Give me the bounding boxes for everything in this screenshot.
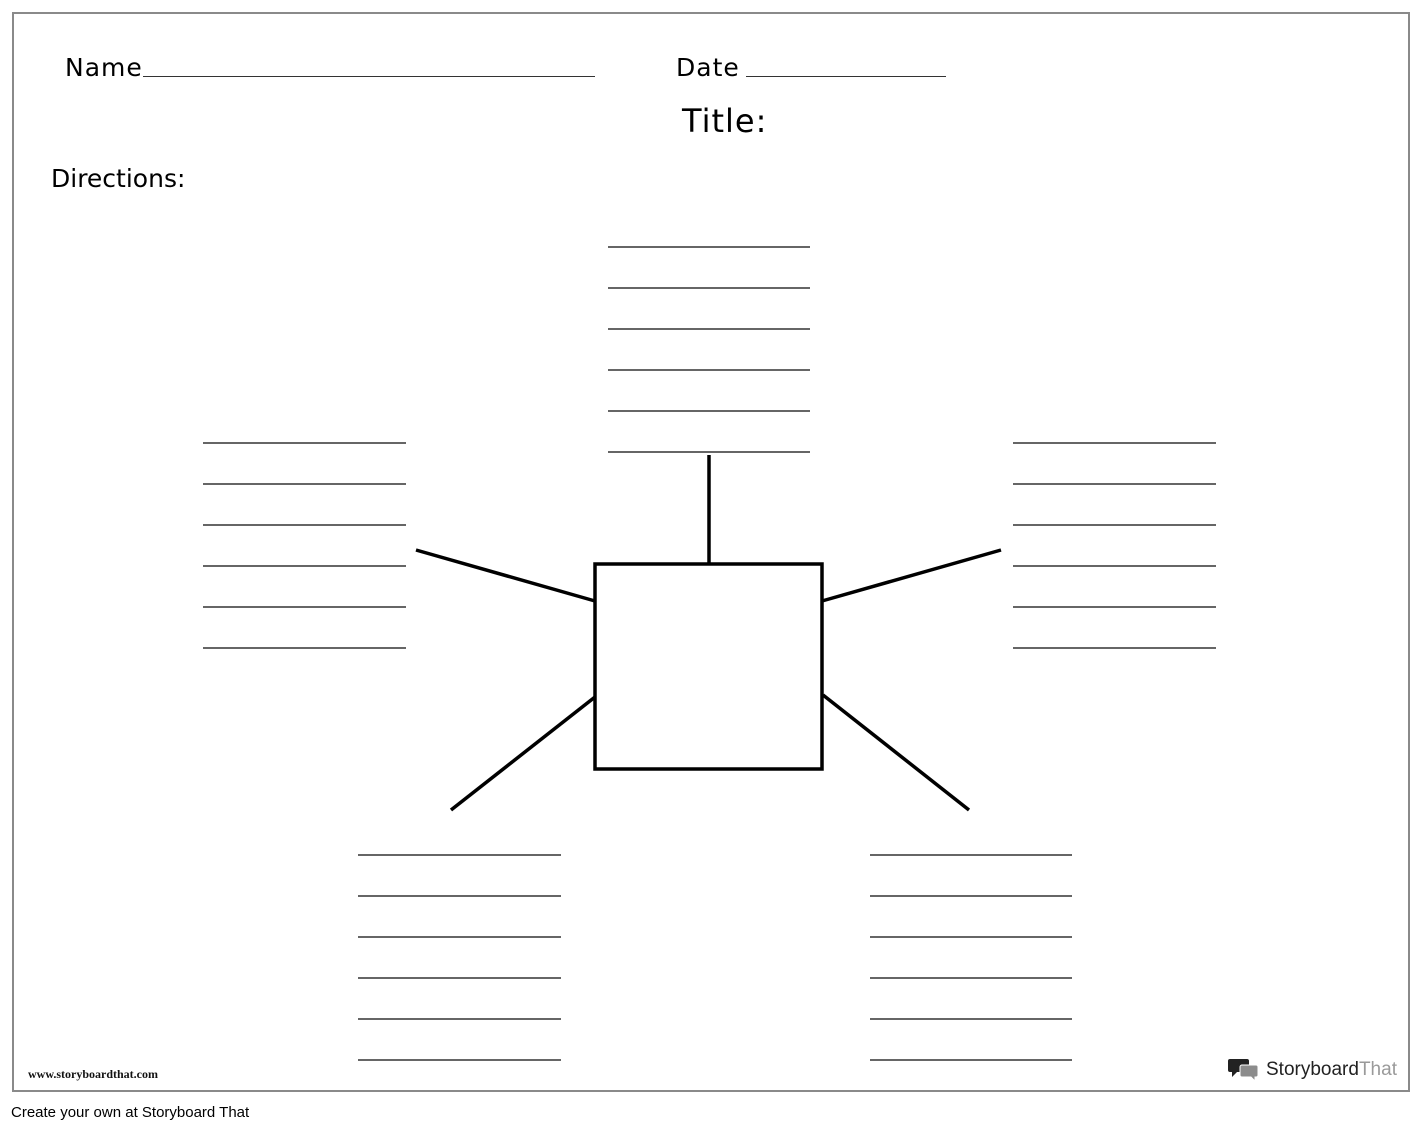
connector-bottom-right (821, 693, 971, 812)
connector-left (415, 548, 596, 603)
brand-name: StoryboardThat (1266, 1059, 1397, 1081)
date-write-line (746, 76, 946, 77)
writing-lines (203, 246, 1216, 1061)
date-label: Date (676, 53, 740, 82)
site-url: www.storyboardthat.com (28, 1067, 158, 1081)
connectors (415, 455, 1002, 812)
speech-bubbles-icon (1228, 1059, 1259, 1083)
connector-bottom-left (449, 695, 597, 812)
connector-right (821, 548, 1002, 603)
center-box (593, 562, 824, 771)
storyboardthat-logo: StoryboardThat (1228, 1055, 1397, 1085)
name-write-line (143, 76, 595, 77)
title-label: Title: (682, 102, 768, 140)
footer-credit: Create your own at Storyboard That (11, 1104, 250, 1121)
worksheet-page: Name Date Title: Directions: www.storybo… (12, 12, 1410, 1092)
brand-name-part1: Storyboard (1266, 1059, 1359, 1080)
brand-name-part2: That (1358, 1059, 1397, 1080)
name-label: Name (65, 53, 143, 82)
directions-label: Directions: (51, 164, 186, 193)
